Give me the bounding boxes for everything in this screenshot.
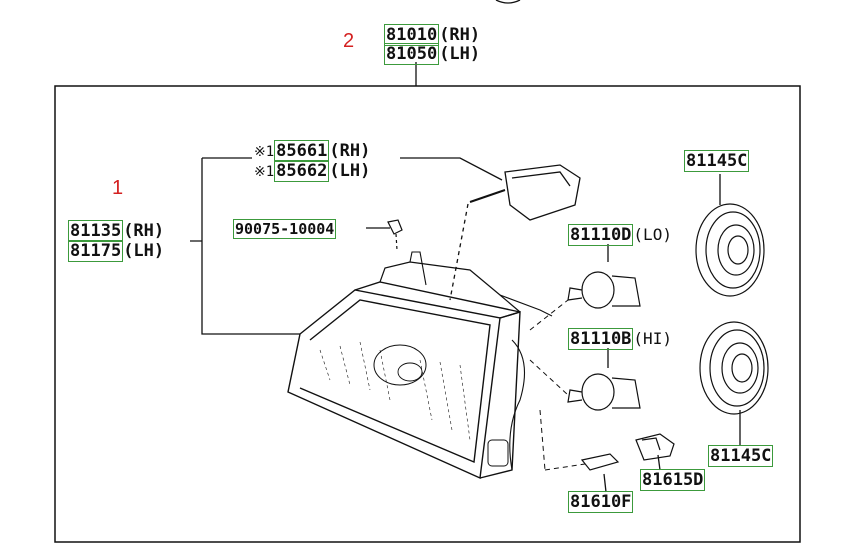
leader-unit-bracket [190, 157, 300, 335]
cover-bottom-drawing [699, 321, 769, 415]
part-number-label: 81010 [384, 24, 440, 46]
part-number-label: 81175 [68, 240, 124, 262]
cover-top-drawing [695, 203, 765, 297]
callout-1: 1 [112, 177, 124, 199]
bulb-lo-drawing [567, 271, 641, 309]
bulb-hi-drawing [567, 373, 641, 411]
part-number-screw: 90075-10004 [233, 219, 337, 239]
side-label: (RH) [439, 25, 481, 45]
part-number-wedge-bulb: 81610F [568, 491, 634, 513]
part-number-socket: 81615D [640, 469, 706, 491]
leader-wedge-bulb [603, 473, 607, 493]
part-number-bulb-lo: 81110D(LO) [568, 224, 672, 246]
wedge-bulb-drawing [580, 453, 620, 471]
part-number-assembly-lh: 81050(LH) [384, 43, 481, 65]
part-number-label: 81145C [684, 150, 750, 172]
part-number-unit-lh: 81175(LH) [68, 240, 165, 262]
diagram-frame [54, 85, 801, 543]
part-number-label: 81145C [708, 445, 774, 467]
part-number-assembly-rh: 81010(RH) [384, 24, 481, 46]
top-edge-mark [495, 0, 521, 4]
beam-label: (HI) [633, 329, 672, 348]
callout-2: 2 [343, 30, 355, 52]
part-number-bulb-hi: 81110B(HI) [568, 328, 672, 350]
side-label: (RH) [329, 141, 371, 161]
part-number-unit-rh: 81135(RH) [68, 220, 165, 242]
screw-drawing [387, 219, 403, 251]
part-number-label: 81610F [568, 491, 634, 513]
part-number-cover-top: 81145C [684, 150, 750, 172]
socket-drawing [635, 433, 675, 461]
part-number-cover-bottom: 81145C [708, 445, 774, 467]
part-number-label: 90075-10004 [233, 219, 337, 239]
headlamp-unit-drawing [287, 251, 553, 480]
leader-computer [400, 157, 503, 181]
part-number-label: 85661 [274, 140, 330, 162]
part-number-label: 81050 [384, 43, 440, 65]
part-number-label: 81110D [568, 224, 634, 246]
part-number-label: 85662 [274, 160, 330, 182]
beam-label: (LO) [633, 225, 672, 244]
side-label: (RH) [123, 221, 165, 241]
assembly-guide-lines [529, 299, 586, 471]
part-number-label: 81135 [68, 220, 124, 242]
part-number-label: 81110B [568, 328, 634, 350]
note-mark: ※1 [254, 164, 275, 180]
part-number-label: 81615D [640, 469, 706, 491]
side-label: (LH) [329, 161, 371, 181]
side-label: (LH) [123, 241, 165, 261]
side-label: (LH) [439, 44, 481, 64]
computer-drawing [449, 164, 581, 301]
note-mark: ※1 [254, 144, 275, 160]
